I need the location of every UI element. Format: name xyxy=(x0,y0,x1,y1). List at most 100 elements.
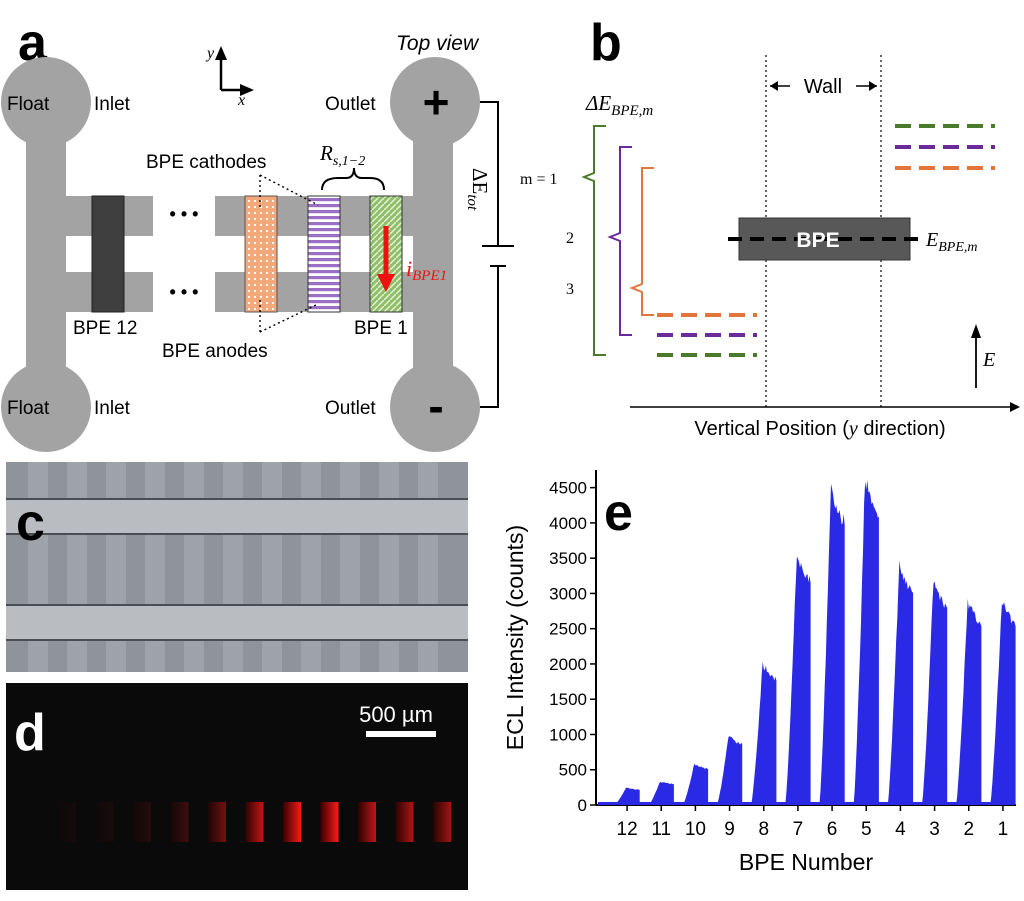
bracket-m3 xyxy=(629,167,654,316)
ecl-image xyxy=(6,683,468,890)
ecl-glow xyxy=(358,802,376,842)
ecl-glow xyxy=(58,802,76,842)
inlet-bottom-label: Inlet xyxy=(94,398,131,419)
y-axis-title: ECL Intensity (counts) xyxy=(502,525,528,750)
bracket-m2 xyxy=(607,146,632,336)
ecl-glow xyxy=(95,802,114,842)
ecl-glows xyxy=(58,802,451,842)
ecl-glow xyxy=(283,802,301,842)
ellipsis-top: • • • xyxy=(170,204,199,224)
ibpe-label: iBPE1 xyxy=(406,256,447,284)
inlet-top-label: Inlet xyxy=(94,94,131,115)
panel-e-letter: e xyxy=(604,484,633,542)
position-axis-arrowhead xyxy=(1010,402,1020,412)
cathode-potentials xyxy=(895,124,995,170)
ecl-peak xyxy=(682,763,709,805)
e-axis-label: E xyxy=(982,349,995,371)
bpe-1-label: BPE 1 xyxy=(354,318,408,339)
y-tick-label: 1000 xyxy=(549,725,587,744)
baseline xyxy=(598,802,1014,805)
panel-e: e 0 500 1000 1500 2000 2500 3000 3500 4000 4500EC… xyxy=(502,470,1016,875)
x-tick-label: 3 xyxy=(929,819,940,840)
x-tick-label: 10 xyxy=(685,819,706,840)
panel-a: a • • • • • • xyxy=(1,14,514,452)
bpe-3-electrode xyxy=(244,195,278,313)
panel-c: c xyxy=(6,462,468,672)
ecl-peak xyxy=(990,602,1016,805)
bracket-m1 xyxy=(581,125,606,356)
ecl-glow xyxy=(170,802,189,842)
y-tick-label: 0 xyxy=(578,796,587,815)
rs-label: Rs,1−2 xyxy=(319,141,365,169)
m1-label: m = 1 xyxy=(520,171,557,188)
delta-e-tot-label: ΔEtot xyxy=(464,168,492,211)
wall-dimension xyxy=(770,81,877,91)
channel-gap xyxy=(153,190,215,320)
ecl-peak xyxy=(785,556,811,805)
ecl-glow xyxy=(433,802,451,842)
ecl-peak xyxy=(921,581,948,805)
y-tick-label: 500 xyxy=(559,761,587,780)
float-top-label: Float xyxy=(7,94,50,115)
ecl-glow xyxy=(208,802,226,842)
y-tick-label: 1500 xyxy=(549,690,587,709)
m3-label: 3 xyxy=(566,281,574,298)
x-tick-label: 1 xyxy=(998,819,1009,840)
y-tick-label: 3500 xyxy=(549,549,587,568)
y-tick-label: 3000 xyxy=(549,584,587,603)
micrograph-channels xyxy=(6,500,468,639)
ecl-peak xyxy=(887,560,914,805)
y-tick-label: 4500 xyxy=(549,479,587,498)
ecl-peak xyxy=(614,787,640,805)
bpe-12-electrode xyxy=(91,195,125,313)
scale-bar xyxy=(366,731,436,737)
panel-d-letter: d xyxy=(14,704,46,762)
e-axis-arrowhead xyxy=(971,324,981,338)
outlet-top-label: Outlet xyxy=(325,94,376,115)
negative-terminal: - xyxy=(428,380,443,432)
x-tick-label: 8 xyxy=(758,819,769,840)
ecl-peak xyxy=(853,479,879,805)
panel-c-letter: c xyxy=(16,494,45,552)
ecl-peak xyxy=(819,483,845,805)
x-tick-label: 6 xyxy=(827,819,838,840)
y-tick-label: 4000 xyxy=(549,514,587,533)
bpe-label: BPE xyxy=(796,229,839,252)
ecl-glow xyxy=(133,802,151,842)
outlet-bottom-label: Outlet xyxy=(325,398,376,419)
x-tick-label: 7 xyxy=(793,819,804,840)
float-bottom-label: Float xyxy=(7,398,50,419)
x-tick-label: 2 xyxy=(963,819,974,840)
leader-lines xyxy=(259,174,319,333)
channel-network xyxy=(1,57,480,452)
x-tick-label: 9 xyxy=(724,819,735,840)
micrograph-walls xyxy=(6,498,468,641)
position-axis-label: Vertical Position (y direction) xyxy=(694,418,945,440)
y-tick-label: 2500 xyxy=(549,620,587,639)
x-tick-label: 11 xyxy=(651,819,671,840)
ecl-peak xyxy=(956,598,982,805)
ecl-peak xyxy=(751,661,777,805)
panel-d: d 500 µm xyxy=(6,683,468,890)
current-arrow-head xyxy=(377,274,395,292)
positive-terminal: + xyxy=(423,76,450,128)
ecl-glow xyxy=(395,802,414,842)
m2-label: 2 xyxy=(566,230,574,247)
x-tick-label: 12 xyxy=(617,819,638,840)
wall-label: Wall xyxy=(804,76,842,98)
x-axis-title: BPE Number xyxy=(739,849,874,875)
bpe-12-label: BPE 12 xyxy=(73,318,137,339)
top-view-label: Top view xyxy=(396,32,480,55)
axis-x-label: x xyxy=(237,92,245,109)
x-tick-label: 5 xyxy=(861,819,872,840)
ecl-peak xyxy=(716,736,743,805)
bpe-anodes-label: BPE anodes xyxy=(162,341,268,362)
y-tick-label: 2000 xyxy=(549,655,587,674)
scale-bar-label: 500 µm xyxy=(359,702,433,727)
ecl-glow xyxy=(245,802,264,842)
ecl-chart: 0 500 1000 1500 2000 2500 3000 3500 4000 4500ECL … xyxy=(502,470,1016,875)
axis-y-label: y xyxy=(205,45,215,62)
bpe-cathodes-label: BPE cathodes xyxy=(146,152,266,173)
